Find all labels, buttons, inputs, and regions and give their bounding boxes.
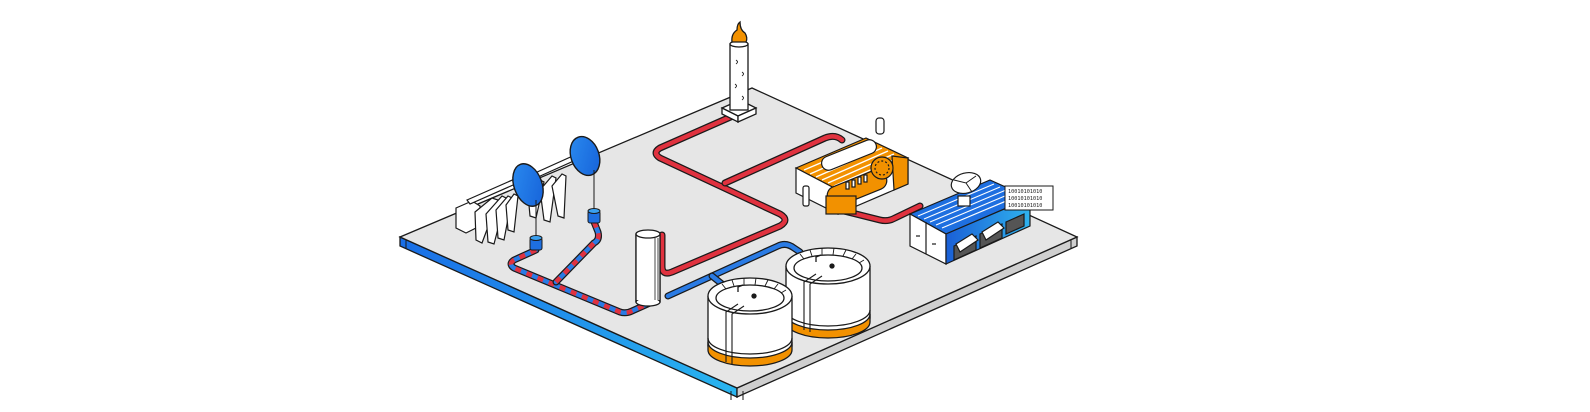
flare-stack (720, 20, 758, 124)
wellhead-2 (587, 208, 601, 224)
binary-data-label: 10010101010 10010101010 10010101010 (1004, 185, 1054, 211)
edge-data-center (908, 171, 1032, 265)
storage-tank-2 (785, 247, 871, 339)
storage-tank-1 (707, 277, 793, 367)
wellhead-1 (529, 235, 543, 251)
binary-line-2: 10010101010 (1008, 196, 1042, 202)
pumpjack-counterweight-2 (569, 135, 601, 177)
flame-icon (731, 20, 748, 43)
blue-pipeline (664, 240, 804, 300)
mixed-pipeline (507, 218, 656, 317)
binary-line-1: 10010101010 (1008, 189, 1042, 195)
binary-line-3: 10010101010 (1008, 203, 1042, 209)
gas-generator (794, 117, 910, 215)
separator-column (635, 229, 661, 307)
red-pipeline (652, 111, 924, 277)
